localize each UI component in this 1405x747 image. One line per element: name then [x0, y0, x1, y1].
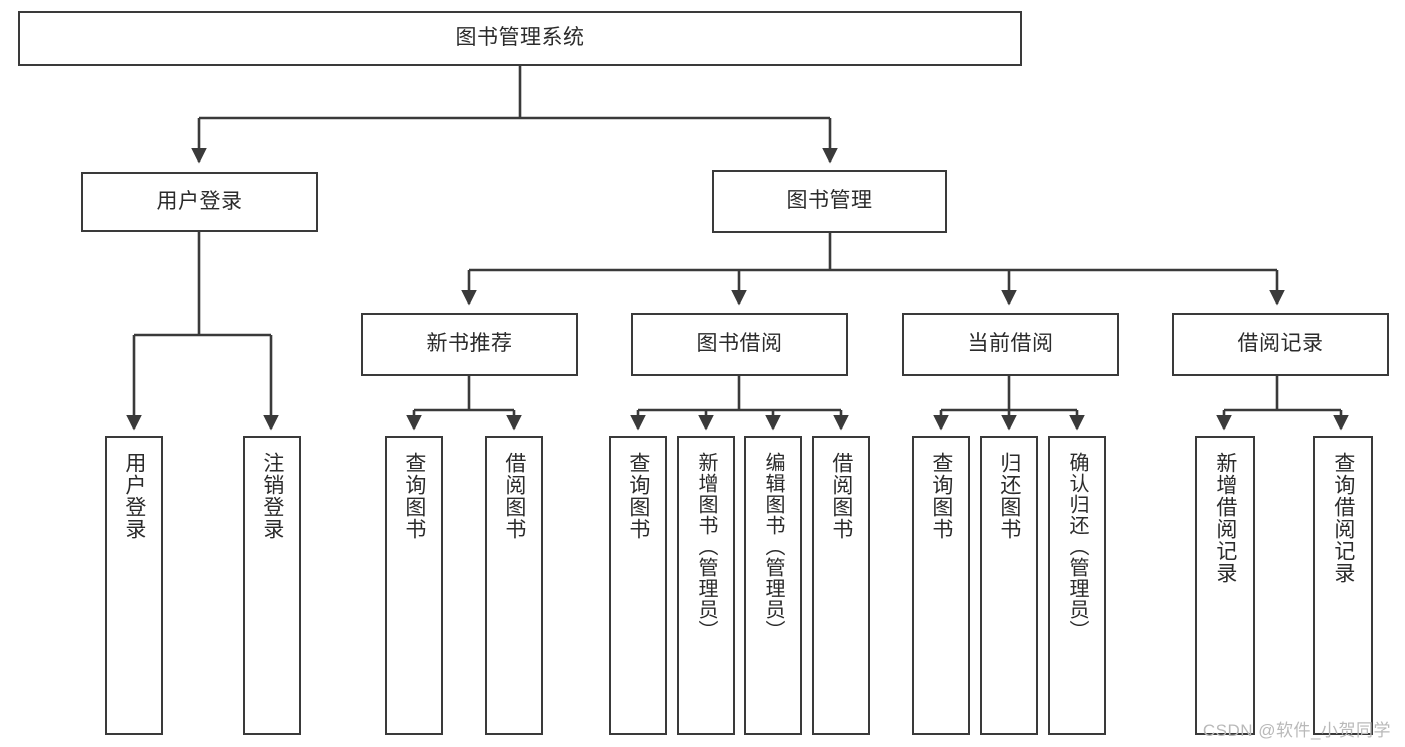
leaf-current-borrow-return[interactable]: 归还图书: [980, 436, 1038, 735]
leaf-user-login-login[interactable]: 用户登录: [105, 436, 163, 735]
leaf-new-book-borrow-label: 借阅图书: [502, 452, 526, 540]
node-root-system[interactable]: 图书管理系统: [18, 11, 1022, 66]
node-book-management[interactable]: 图书管理: [712, 170, 947, 233]
leaf-borrow-record-query[interactable]: 查询借阅记录: [1313, 436, 1373, 735]
leaf-book-borrow-edit[interactable]: 编辑图书（管理员）: [744, 436, 802, 735]
leaf-current-borrow-query[interactable]: 查询图书: [912, 436, 970, 735]
node-user-login-label: 用户登录: [156, 189, 243, 213]
leaf-borrow-record-add-label: 新增借阅记录: [1213, 452, 1237, 584]
leaf-borrow-record-query-label: 查询借阅记录: [1331, 452, 1355, 584]
leaf-current-borrow-query-label: 查询图书: [929, 452, 953, 540]
leaf-book-borrow-borrow[interactable]: 借阅图书: [812, 436, 870, 735]
leaf-book-borrow-add-label: 新增图书（管理员）: [695, 452, 717, 641]
leaf-book-borrow-add[interactable]: 新增图书（管理员）: [677, 436, 735, 735]
node-book-borrow[interactable]: 图书借阅: [631, 313, 848, 376]
leaf-book-borrow-edit-label: 编辑图书（管理员）: [762, 452, 784, 641]
node-current-borrow-label: 当前借阅: [967, 332, 1054, 356]
node-book-management-label: 图书管理: [786, 189, 873, 213]
node-new-book-recommend[interactable]: 新书推荐: [361, 313, 578, 376]
leaf-book-borrow-query[interactable]: 查询图书: [609, 436, 667, 735]
leaf-book-borrow-borrow-label: 借阅图书: [829, 452, 853, 540]
leaf-book-borrow-query-label: 查询图书: [626, 452, 650, 540]
leaf-new-book-query-label: 查询图书: [402, 452, 426, 540]
leaf-user-login-logout-label: 注销登录: [260, 452, 284, 540]
node-book-borrow-label: 图书借阅: [696, 332, 783, 356]
leaf-user-login-login-label: 用户登录: [122, 452, 146, 540]
leaf-current-borrow-return-label: 归还图书: [997, 452, 1021, 540]
leaf-borrow-record-add[interactable]: 新增借阅记录: [1195, 436, 1255, 735]
node-new-book-recommend-label: 新书推荐: [426, 332, 513, 356]
leaf-new-book-borrow[interactable]: 借阅图书: [485, 436, 543, 735]
leaf-user-login-logout[interactable]: 注销登录: [243, 436, 301, 735]
node-root-system-label: 图书管理系统: [455, 26, 585, 50]
leaf-current-borrow-confirm-label: 确认归还（管理员）: [1066, 452, 1088, 641]
node-user-login[interactable]: 用户登录: [81, 172, 318, 232]
leaf-current-borrow-confirm[interactable]: 确认归还（管理员）: [1048, 436, 1106, 735]
node-current-borrow[interactable]: 当前借阅: [902, 313, 1119, 376]
watermark: CSDN @软件_小贺同学: [1202, 721, 1391, 740]
node-borrow-record-label: 借阅记录: [1237, 332, 1324, 356]
leaf-new-book-query[interactable]: 查询图书: [385, 436, 443, 735]
node-borrow-record[interactable]: 借阅记录: [1172, 313, 1389, 376]
